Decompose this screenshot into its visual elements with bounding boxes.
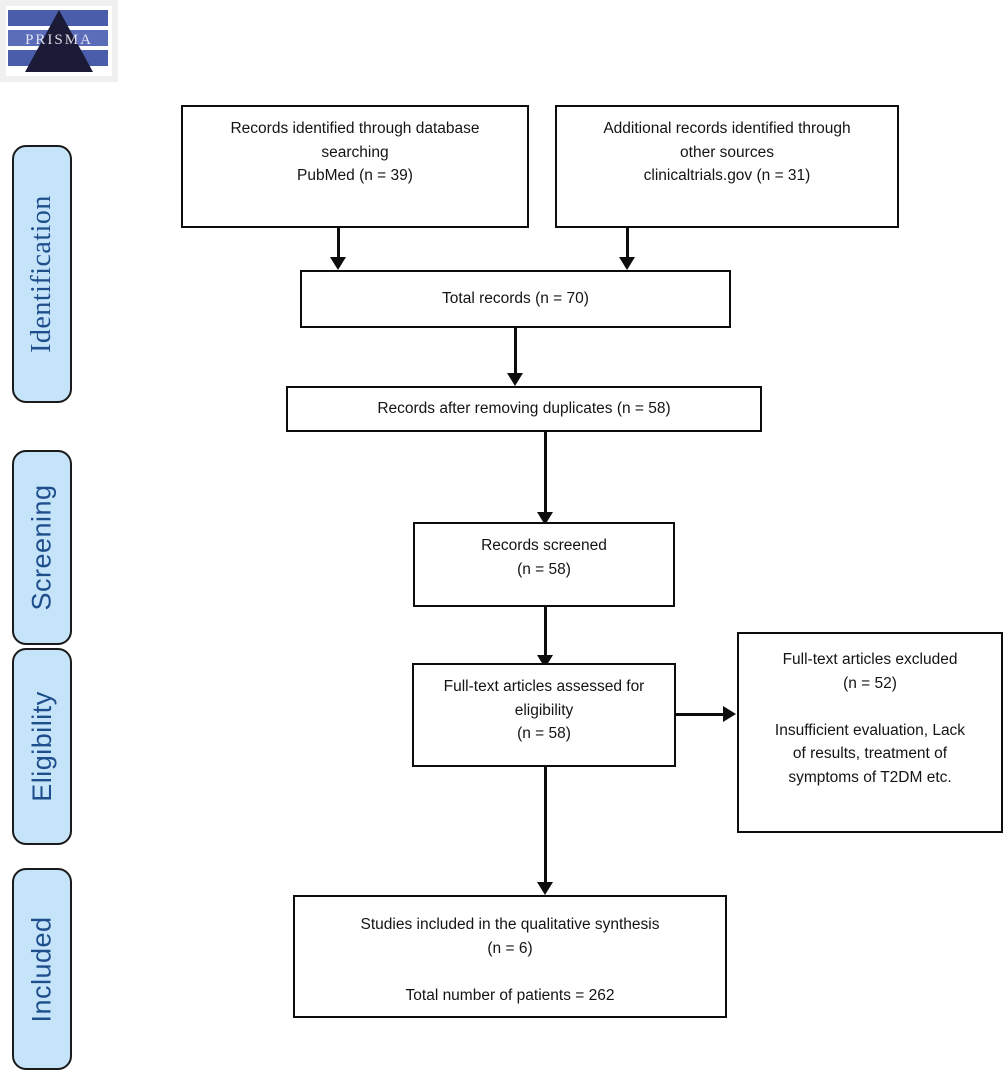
connector-total-to-duplicates: [514, 328, 517, 375]
box-studies-included: Studies included in the qualitative synt…: [293, 895, 727, 1018]
connector-other-to-total: [626, 228, 629, 259]
stage-label-screening-text: Screening: [26, 484, 57, 611]
connector-fulltext-to-included: [544, 767, 547, 884]
box-total-records: Total records (n = 70): [300, 270, 731, 328]
logo-triangle-icon: [25, 10, 93, 72]
connector-database-to-total: [337, 228, 340, 259]
stage-label-eligibility: Eligibility: [12, 648, 72, 845]
logo-wordmark: PRISMA: [25, 32, 93, 48]
prisma-logo-graphic: PRISMA: [6, 6, 112, 76]
box-records-identified-database: Records identified through database sear…: [181, 105, 529, 228]
arrowhead-total-to-duplicates: [507, 373, 523, 386]
connector-screened-to-fulltext: [544, 607, 547, 657]
stage-label-screening: Screening: [12, 450, 72, 645]
arrowhead-duplicates-to-screened: [537, 512, 553, 525]
connector-duplicates-to-screened: [544, 432, 547, 514]
stage-label-eligibility-text: Eligibility: [26, 691, 57, 802]
box-fulltext-assessed: Full-text articles assessed for eligibil…: [412, 663, 676, 767]
prisma-logo: PRISMA: [0, 0, 118, 82]
stage-label-identification: Identification: [12, 145, 72, 403]
box-records-screened: Records screened (n = 58): [413, 522, 675, 607]
arrowhead-fulltext-to-included: [537, 882, 553, 895]
box-additional-records-other-sources: Additional records identified through ot…: [555, 105, 899, 228]
stage-label-included-text: Included: [26, 915, 57, 1023]
connector-fulltext-to-excluded: [676, 713, 725, 716]
box-fulltext-excluded: Full-text articles excluded (n = 52) Ins…: [737, 632, 1003, 833]
arrowhead-database-to-total: [330, 257, 346, 270]
stage-label-identification-text: Identification: [26, 195, 58, 353]
arrowhead-other-to-total: [619, 257, 635, 270]
arrowhead-fulltext-to-excluded: [723, 706, 736, 722]
stage-label-included: Included: [12, 868, 72, 1070]
box-records-after-duplicates: Records after removing duplicates (n = 5…: [286, 386, 762, 432]
